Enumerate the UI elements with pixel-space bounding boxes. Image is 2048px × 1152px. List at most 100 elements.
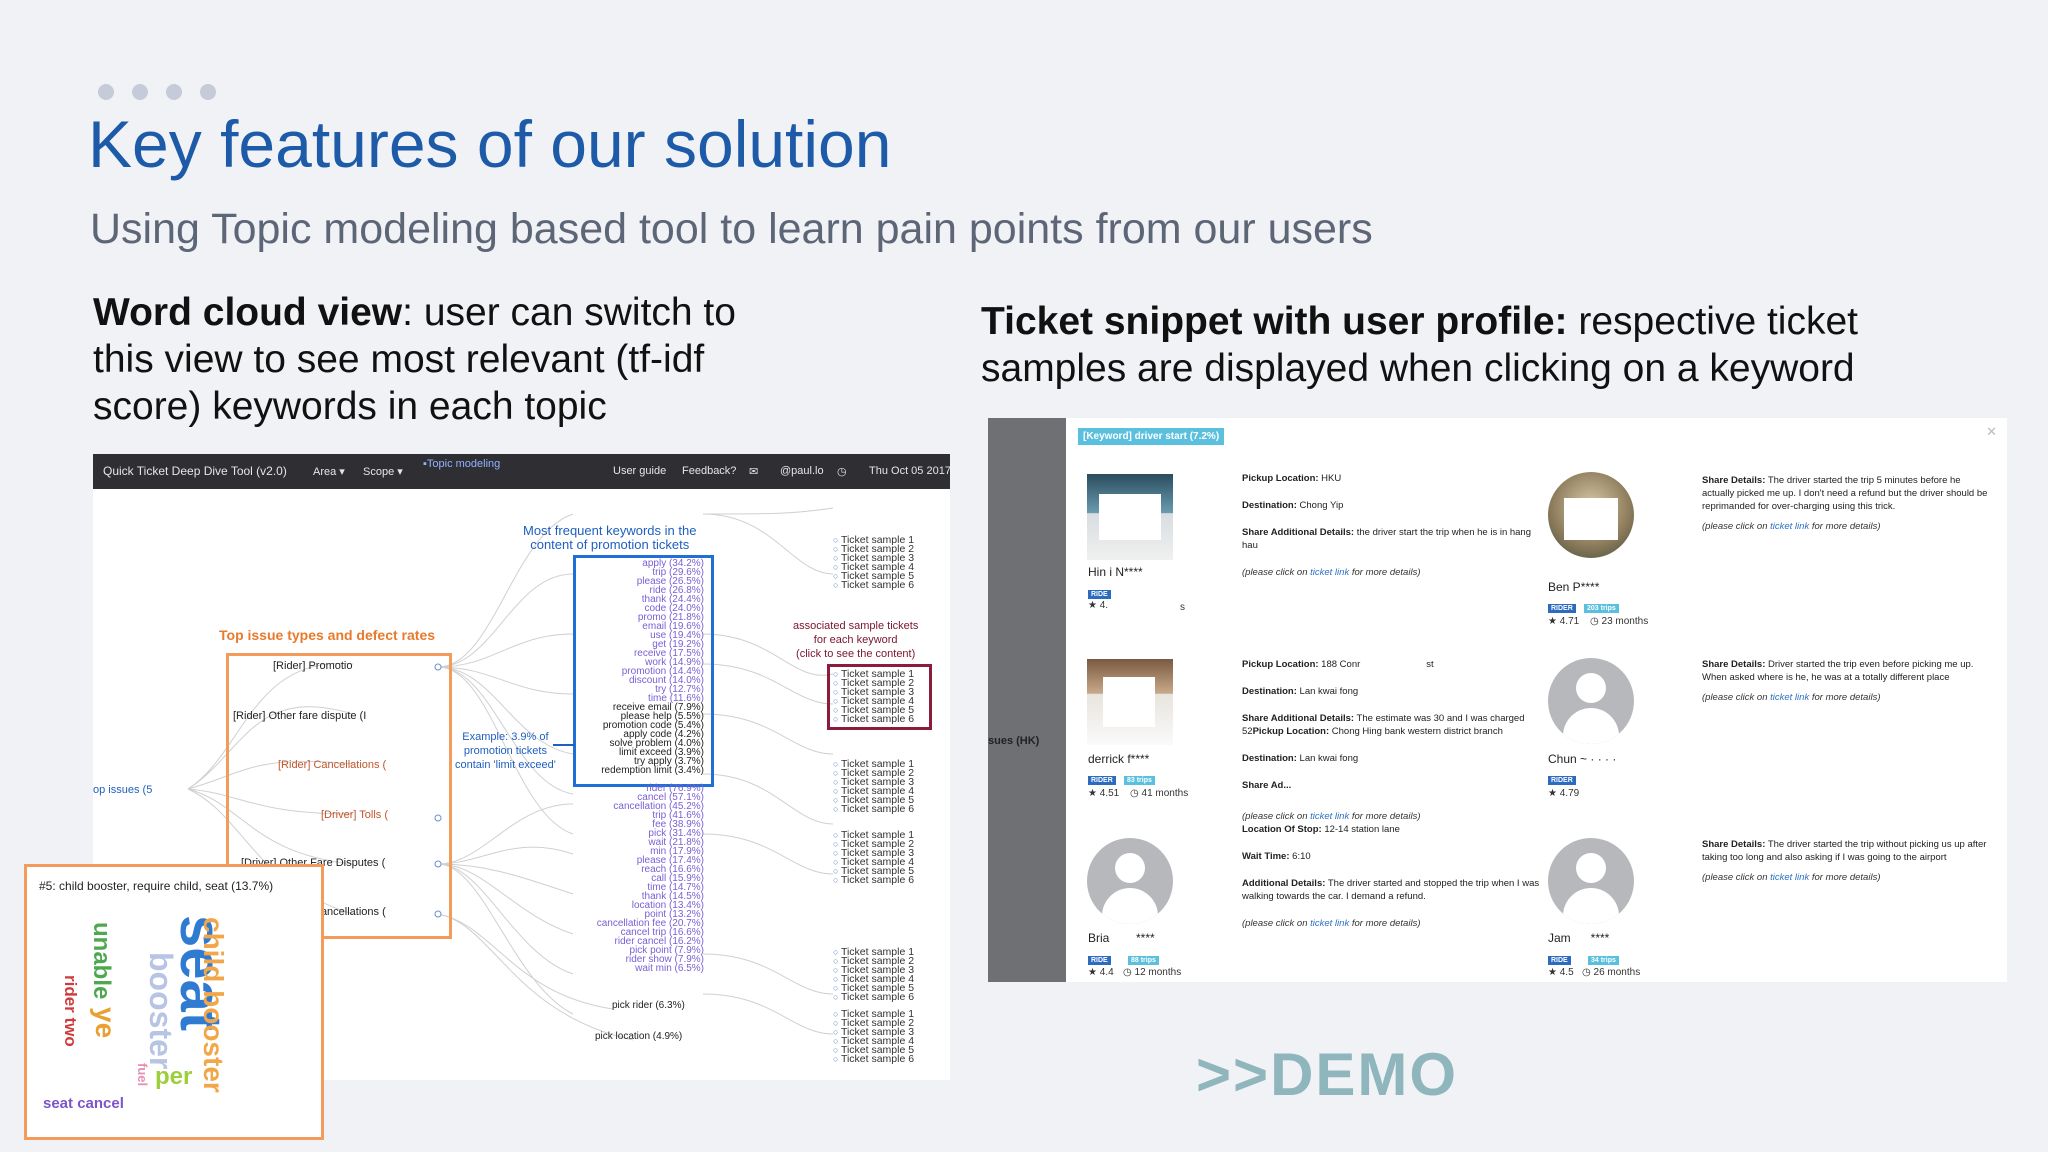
keyword-node[interactable]: rider cancel (16.2%) — [614, 936, 704, 947]
keyword-node[interactable]: point (13.2%) — [644, 909, 704, 920]
ticket-sample-link[interactable]: Ticket sample 4 — [833, 1036, 914, 1047]
keyword-node[interactable]: use (19.4%) — [650, 630, 704, 641]
keyword-node[interactable]: promotion code (5.4%) — [602, 720, 704, 731]
ticket-sample-link[interactable]: Ticket sample 3 — [833, 777, 914, 788]
ticket-sample-link[interactable]: Ticket sample 3 — [833, 553, 914, 564]
topic-modeling-link[interactable]: ▪Topic modeling — [423, 458, 501, 470]
ticket-sample-link[interactable]: Ticket sample 6 — [833, 1054, 914, 1065]
ticket-link[interactable]: ticket link — [1770, 692, 1810, 703]
keyword-node[interactable]: call (15.9%) — [651, 873, 704, 884]
ticket-sample-link[interactable]: Ticket sample 5 — [833, 705, 914, 716]
keyword-node[interactable]: receive email (7.9%) — [612, 702, 704, 713]
keyword-node[interactable]: rider (76.9%) — [646, 783, 704, 794]
keyword-node[interactable]: cancel trip (16.6%) — [620, 927, 704, 938]
keyword-node[interactable]: pick point (7.9%) — [629, 945, 704, 956]
feedback-link[interactable]: Feedback? — [682, 465, 737, 477]
ticket-sample-link[interactable]: Ticket sample 4 — [833, 857, 914, 868]
keyword-node[interactable]: pick rider (6.3%) — [612, 1000, 685, 1011]
ticket-sample-link[interactable]: Ticket sample 5 — [833, 1045, 914, 1056]
ticket-sample-link[interactable]: Ticket sample 4 — [833, 696, 914, 707]
ticket-sample-link[interactable]: Ticket sample 2 — [833, 1018, 914, 1029]
keyword-node[interactable]: receive (17.5%) — [633, 648, 704, 659]
ticket-sample-link[interactable]: Ticket sample 1 — [833, 830, 914, 841]
area-dropdown[interactable]: Area ▾ — [313, 466, 345, 478]
keyword-node[interactable]: please (26.5%) — [636, 576, 704, 587]
keyword-node[interactable]: location (13.4%) — [631, 900, 704, 911]
keyword-node[interactable]: get (19.2%) — [652, 639, 704, 650]
keyword-node[interactable]: cancel (57.1%) — [637, 792, 704, 803]
issue-node[interactable]: [Driver] Tolls ( — [321, 809, 389, 821]
issue-node[interactable]: [Rider] Other fare dispute (I — [233, 710, 367, 722]
issue-node[interactable]: [Rider] Promotio — [273, 660, 353, 672]
keyword-node[interactable]: cancellation (45.2%) — [613, 801, 704, 812]
mail-icon[interactable]: ✉ — [749, 466, 759, 478]
ticket-sample-link[interactable]: Ticket sample 5 — [833, 571, 914, 582]
ticket-link[interactable]: ticket link — [1310, 918, 1350, 929]
issue-node[interactable]: Cancellations ( — [313, 906, 386, 918]
ticket-sample-link[interactable]: Ticket sample 6 — [833, 804, 914, 815]
keyword-node[interactable]: trip (41.6%) — [652, 810, 704, 821]
ticket-sample-link[interactable]: Ticket sample 4 — [833, 974, 914, 985]
ticket-sample-link[interactable]: Ticket sample 2 — [833, 839, 914, 850]
ticket-sample-link[interactable]: Ticket sample 1 — [833, 759, 914, 770]
keyword-node[interactable]: trip (29.6%) — [652, 567, 704, 578]
issue-node[interactable]: [Rider] Cancellations ( — [278, 759, 387, 771]
keyword-node[interactable]: ride (26.8%) — [649, 585, 704, 596]
close-icon[interactable]: ✕ — [1986, 424, 1997, 439]
ticket-sample-link[interactable]: Ticket sample 2 — [833, 768, 914, 779]
ticket-sample-link[interactable]: Ticket sample 6 — [833, 580, 914, 591]
user-link[interactable]: @paul.lo — [780, 465, 824, 477]
ticket-sample-link[interactable]: Ticket sample 2 — [833, 678, 914, 689]
keyword-node[interactable]: wait min (6.5%) — [635, 963, 704, 974]
ticket-link[interactable]: ticket link — [1310, 567, 1350, 578]
scope-dropdown[interactable]: Scope ▾ — [363, 466, 403, 478]
keyword-node[interactable]: rider show (7.9%) — [625, 954, 704, 965]
keyword-node[interactable]: promo (21.8%) — [637, 612, 704, 623]
ticket-sample-link[interactable]: Ticket sample 3 — [833, 965, 914, 976]
ticket-sample-link[interactable]: Ticket sample 4 — [833, 786, 914, 797]
keyword-node[interactable]: thank (24.4%) — [641, 594, 704, 605]
keyword-node[interactable]: email (19.6%) — [642, 621, 704, 632]
keyword-node[interactable]: please (17.4%) — [636, 855, 704, 866]
keyword-node[interactable]: fee (38.9%) — [652, 819, 704, 830]
ticket-sample-link[interactable]: Ticket sample 5 — [833, 795, 914, 806]
keyword-node[interactable]: try (12.7%) — [655, 684, 704, 695]
keyword-node[interactable]: cancellation fee (20.7%) — [596, 918, 704, 929]
keyword-node[interactable]: pick location (4.9%) — [595, 1031, 683, 1042]
ticket-sample-link[interactable]: Ticket sample 5 — [833, 983, 914, 994]
keyword-node[interactable]: limit exceed (3.9%) — [618, 747, 704, 758]
ticket-sample-link[interactable]: Ticket sample 6 — [833, 714, 914, 725]
ticket-sample-link[interactable]: Ticket sample 1 — [833, 1009, 914, 1020]
ticket-sample-link[interactable]: Ticket sample 6 — [833, 875, 914, 886]
keyword-node[interactable]: reach (16.6%) — [641, 864, 704, 875]
ticket-sample-link[interactable]: Ticket sample 2 — [833, 544, 914, 555]
ticket-link[interactable]: ticket link — [1770, 872, 1810, 883]
ticket-sample-link[interactable]: Ticket sample 2 — [833, 956, 914, 967]
ticket-sample-link[interactable]: Ticket sample 1 — [833, 669, 914, 680]
ticket-sample-link[interactable]: Ticket sample 1 — [833, 535, 914, 546]
ticket-sample-link[interactable]: Ticket sample 3 — [833, 848, 914, 859]
ticket-sample-link[interactable]: Ticket sample 1 — [833, 947, 914, 958]
root-node-label[interactable]: op issues (5 — [93, 784, 153, 796]
ticket-link[interactable]: ticket link — [1770, 521, 1810, 532]
keyword-node[interactable]: apply code (4.2%) — [623, 729, 704, 740]
keyword-node[interactable]: try apply (3.7%) — [633, 756, 704, 767]
tool-title[interactable]: Quick Ticket Deep Dive Tool (v2.0) — [103, 464, 287, 478]
ticket-sample-link[interactable]: Ticket sample 3 — [833, 1027, 914, 1038]
ticket-sample-link[interactable]: Ticket sample 5 — [833, 866, 914, 877]
keyword-node[interactable]: solve problem (4.0%) — [609, 738, 704, 749]
ticket-sample-link[interactable]: Ticket sample 3 — [833, 687, 914, 698]
keyword-node[interactable]: work (14.9%) — [645, 657, 704, 668]
keyword-node[interactable]: time (11.6%) — [648, 693, 704, 704]
ticket-link[interactable]: ticket link — [1310, 811, 1350, 822]
keyword-node[interactable]: redemption limit (3.4%) — [601, 765, 704, 776]
keyword-node[interactable]: min (17.9%) — [650, 846, 704, 857]
keyword-node[interactable]: please help (5.5%) — [620, 711, 704, 722]
keyword-node[interactable]: apply (34.2%) — [642, 558, 704, 569]
keyword-node[interactable]: thank (14.5%) — [641, 891, 704, 902]
keyword-node[interactable]: code (24.0%) — [644, 603, 704, 614]
keyword-node[interactable]: discount (14.0%) — [628, 675, 704, 686]
keyword-node[interactable]: time (14.7%) — [647, 882, 704, 893]
user-guide-link[interactable]: User guide — [613, 465, 667, 477]
keyword-node[interactable]: pick (31.4%) — [648, 828, 704, 839]
